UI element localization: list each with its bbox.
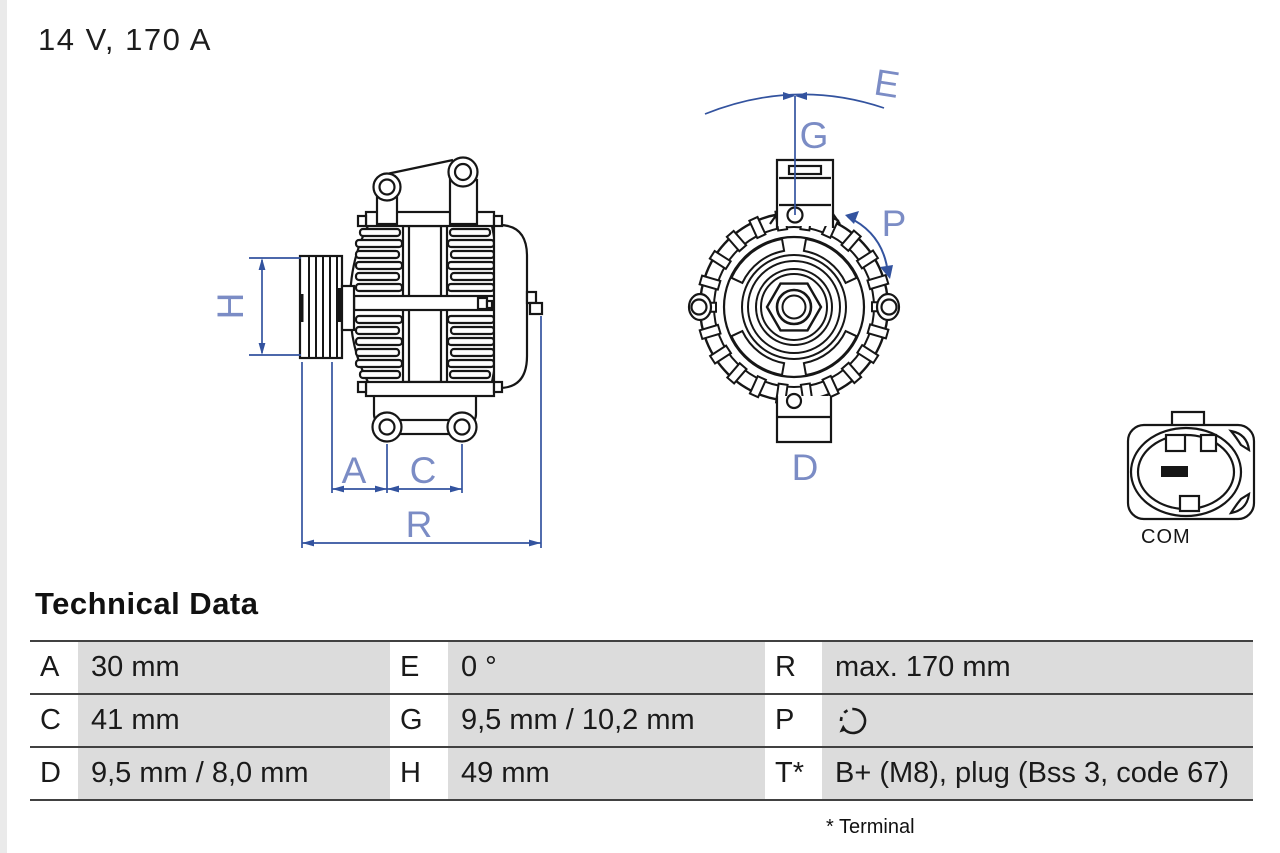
spec-key-r: R: [765, 642, 822, 693]
connector-com-view: COM: [1126, 410, 1256, 548]
spec-value-e: 0 °: [448, 642, 765, 693]
product-rating-title: 14 V, 170 A: [38, 22, 212, 57]
spec-value-d: 9,5 mm / 8,0 mm: [78, 748, 390, 799]
spec-key-g: G: [390, 695, 448, 746]
dim-label-e: E: [872, 61, 903, 105]
spec-value-p-rotation: [822, 695, 1253, 746]
spec-value-t: B+ (M8), plug (Bss 3, code 67): [822, 748, 1253, 799]
technical-data-table: A 30 mm E 0 ° R max. 170 mm C 41 mm G 9,…: [30, 640, 1253, 801]
dim-label-p: P: [882, 203, 907, 244]
dim-label-d: D: [792, 447, 819, 488]
rear-cover: [494, 223, 529, 390]
rotation-direction-icon: [839, 707, 867, 734]
dim-label-r: R: [406, 504, 433, 545]
spec-value-g: 9,5 mm / 10,2 mm: [448, 695, 765, 746]
dim-label-g: G: [800, 115, 829, 156]
spec-key-h: H: [390, 748, 448, 799]
connector-label: COM: [1141, 526, 1191, 548]
terminal-footnote: * Terminal: [826, 816, 915, 838]
stator-segments: [730, 237, 858, 377]
dimension-lines: [249, 92, 893, 548]
dimension-labels: H A C R E G P D: [210, 61, 907, 545]
mounting-bracket: [371, 396, 478, 443]
technical-data-heading: Technical Data: [35, 586, 259, 621]
spec-key-c: C: [30, 695, 78, 746]
front-bottom-lug: [775, 392, 833, 444]
spec-key-a: A: [30, 642, 78, 693]
spec-value-r: max. 170 mm: [822, 642, 1253, 693]
dim-label-c: C: [410, 450, 437, 491]
spec-key-p: P: [765, 695, 822, 746]
alternator-front-view: [687, 158, 901, 444]
spec-value-a: 30 mm: [78, 642, 390, 693]
technical-drawings: COM H A: [210, 61, 1256, 548]
terminal-stud: [525, 290, 544, 316]
mounting-ear-left: [372, 172, 402, 226]
dim-label-a: A: [342, 450, 367, 491]
page-edge-shadow: [0, 0, 7, 853]
pulley: [298, 254, 356, 360]
spec-key-e: E: [390, 642, 448, 693]
table-row: A 30 mm E 0 ° R max. 170 mm: [30, 642, 1253, 695]
table-row: D 9,5 mm / 8,0 mm H 49 mm T* B+ (M8), pl…: [30, 748, 1253, 801]
alternator-side-view: [298, 156, 544, 443]
spec-value-h: 49 mm: [448, 748, 765, 799]
table-row: C 41 mm G 9,5 mm / 10,2 mm P: [30, 695, 1253, 748]
mounting-ear-right: [447, 156, 479, 226]
spec-key-t: T*: [765, 748, 822, 799]
dim-label-h: H: [210, 293, 251, 320]
cooling-fins-left: [354, 227, 404, 380]
spec-key-d: D: [30, 748, 78, 799]
com-pin: [1161, 466, 1188, 477]
front-top-lug: [769, 158, 841, 228]
spec-value-c: 41 mm: [78, 695, 390, 746]
